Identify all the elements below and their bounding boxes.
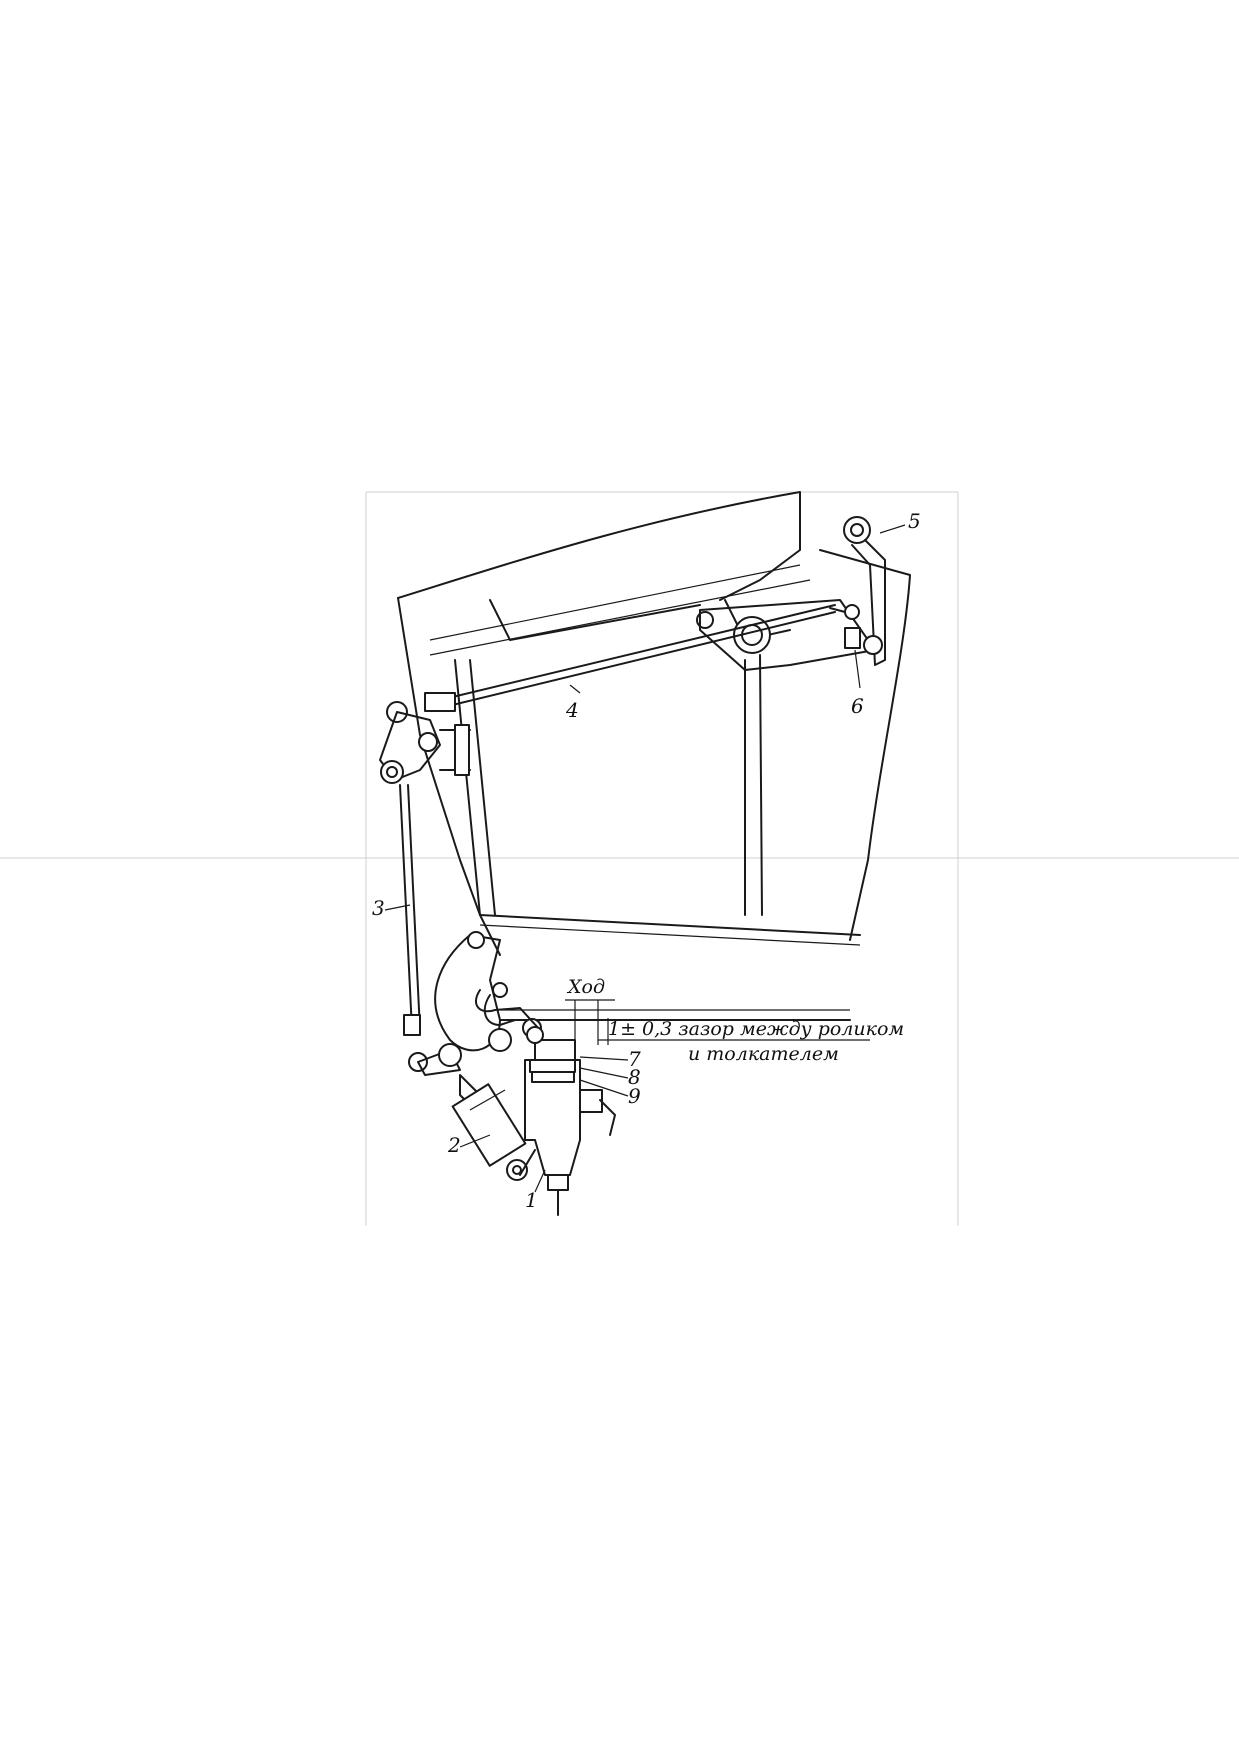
label-2: 2 [447,1133,461,1157]
label-8: 8 [628,1065,641,1089]
label-3: 3 [372,896,385,920]
gap-note-line2: и толкателем [688,1043,839,1065]
label-4: 4 [565,698,579,722]
label-1: 1 [525,1188,538,1212]
rod-4 [424,604,836,712]
leader-lines [384,524,906,1193]
bellcrank [379,701,471,784]
lower-linkage [434,931,542,1052]
gap-note-line1: 1± 0,3 зазор между роликом [608,1018,904,1040]
rod-3 [399,784,461,1076]
figure-frame [0,491,1239,1226]
valve-1 [519,1039,616,1216]
body-outline [397,491,911,1021]
label-7: 7 [628,1047,641,1071]
upper-lever-assembly [696,516,886,671]
stroke-label: Ход [566,976,605,998]
cylinder-2 [438,1043,528,1181]
dimension-lines [565,999,870,1045]
roller-clevis [475,989,544,1044]
label-9: 9 [628,1084,641,1108]
label-6: 6 [851,694,864,718]
label-5: 5 [908,509,921,533]
